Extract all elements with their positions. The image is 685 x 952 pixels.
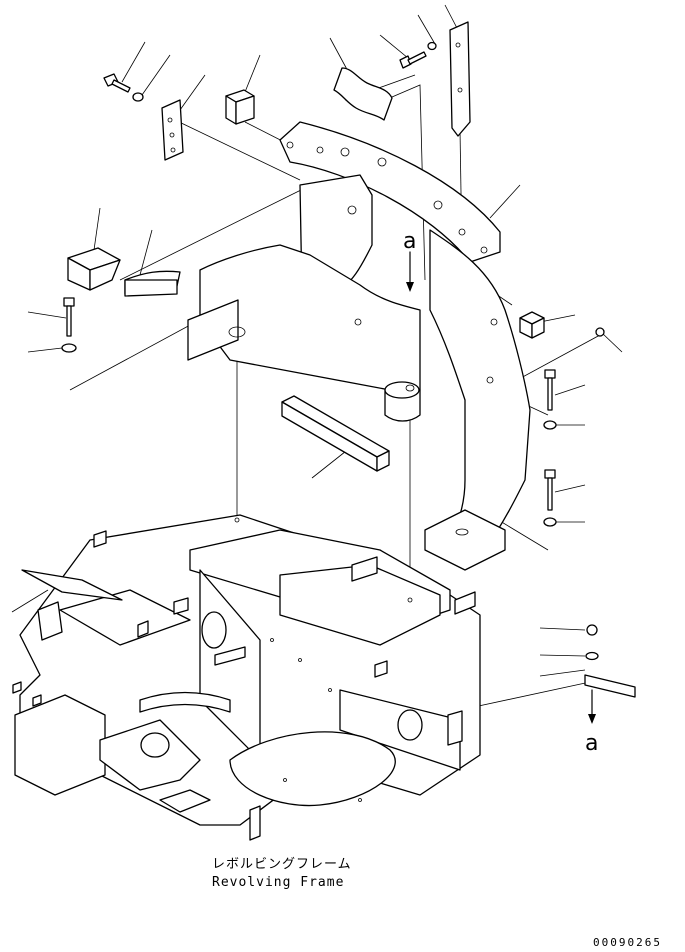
bracket-plate-left [161, 99, 184, 161]
drawing-code: 00090265 [593, 936, 662, 949]
curved-pad-left [124, 270, 181, 297]
small-bracket-right [584, 624, 636, 698]
pad-block-right [519, 311, 545, 339]
reference-arrow-bottom [588, 689, 596, 724]
washer-left [61, 343, 77, 353]
revolving-frame [12, 514, 481, 841]
caption-english: Revolving Frame [212, 875, 344, 890]
reference-arrow-top [406, 251, 414, 292]
stopper-block-top [225, 89, 255, 125]
reference-mark-bottom: a [585, 731, 598, 756]
washer-top-right [427, 41, 437, 51]
washer-top-left [132, 92, 144, 102]
long-bracket-right [449, 21, 471, 137]
bolt-top-left [103, 73, 131, 93]
bolt-right-upper [544, 369, 556, 411]
washer-right-lower [543, 517, 557, 527]
bolt-right-lower [544, 469, 556, 511]
reference-mark-top: a [403, 229, 416, 254]
bolt-left [63, 297, 75, 337]
bolt-top-right [399, 51, 427, 69]
curved-shim-top [333, 67, 393, 121]
caption-japanese: レボルビングフレーム [212, 857, 352, 872]
wedge-block-left [67, 247, 121, 291]
long-shim-bar [281, 395, 390, 472]
washer-right-upper [543, 420, 557, 430]
small-screw-right [595, 327, 605, 337]
counterweight-bracket-assembly [187, 121, 531, 571]
